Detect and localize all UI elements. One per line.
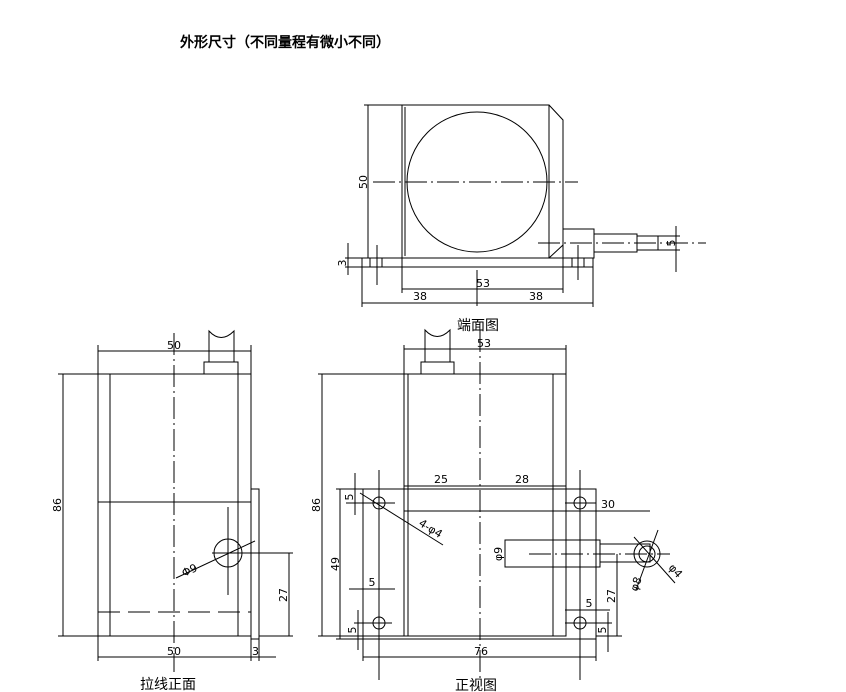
drawing-title: 外形尺寸（不同量程有微小不同）	[180, 34, 390, 51]
side-view-caption: 拉线正面	[140, 677, 196, 692]
front-dim-left-offset: 25	[434, 473, 448, 486]
front-dim-hole-bottom-left: 5	[346, 627, 359, 634]
front-dim-top-width: 53	[477, 337, 491, 350]
end-view-base	[361, 257, 594, 268]
front-dim-height: 86	[310, 498, 323, 512]
side-view: Φ9 50 86 27 50 3 拉线正面	[51, 329, 293, 692]
end-view: 50 3 53 38 38 5 端面图	[336, 104, 706, 334]
end-dim-height: 50	[357, 175, 370, 189]
end-dim-base: 3	[336, 260, 349, 267]
front-dim-connector: φ9	[492, 547, 505, 561]
cable	[208, 329, 235, 362]
end-dim-left-half: 38	[413, 290, 427, 303]
end-view-chamfer	[548, 104, 564, 229]
front-view-caption: 正视图	[455, 678, 497, 692]
front-dim-right-offset: 28	[515, 473, 529, 486]
connector-tip-outer	[633, 540, 661, 568]
side-dim-plate: 3	[252, 645, 259, 658]
front-dim-connector-len: 30	[601, 498, 615, 511]
front-dim-tip-inner: φ4	[666, 561, 685, 580]
side-dim-top-width: 50	[167, 339, 181, 352]
cable-outlet	[203, 361, 239, 375]
end-view-caption: 端面图	[457, 318, 499, 334]
end-dim-width: 53	[476, 277, 490, 290]
front-cable	[424, 328, 451, 362]
front-dim-hole-side-left: 5	[369, 576, 376, 589]
front-dim-hole-top: 5	[343, 494, 356, 501]
front-dim-tip-outer: φ8	[628, 575, 645, 593]
side-dim-hole: Φ9	[180, 561, 200, 579]
end-dim-shaft: 5	[665, 240, 678, 247]
connector-tip-inner	[638, 545, 656, 563]
side-dim-bottom-width: 50	[167, 645, 181, 658]
front-dim-plate-height: 49	[329, 557, 342, 571]
front-cable-outlet	[420, 361, 455, 375]
front-view-body	[403, 373, 567, 637]
side-dim-hole-height: 27	[277, 588, 290, 602]
front-dim-hole-side-right: 5	[586, 597, 593, 610]
side-dim-height: 86	[51, 498, 64, 512]
front-dim-connector-height: 27	[605, 589, 618, 603]
front-dim-hole-bottom-right: 5	[596, 627, 609, 634]
end-dim-right-half: 38	[529, 290, 543, 303]
side-plate	[250, 488, 260, 640]
front-view: 53 86 49 5 25 28 4-φ4 φ9 30 5 5 5 5 27 φ…	[310, 328, 685, 692]
front-dim-total-width: 76	[474, 645, 488, 658]
